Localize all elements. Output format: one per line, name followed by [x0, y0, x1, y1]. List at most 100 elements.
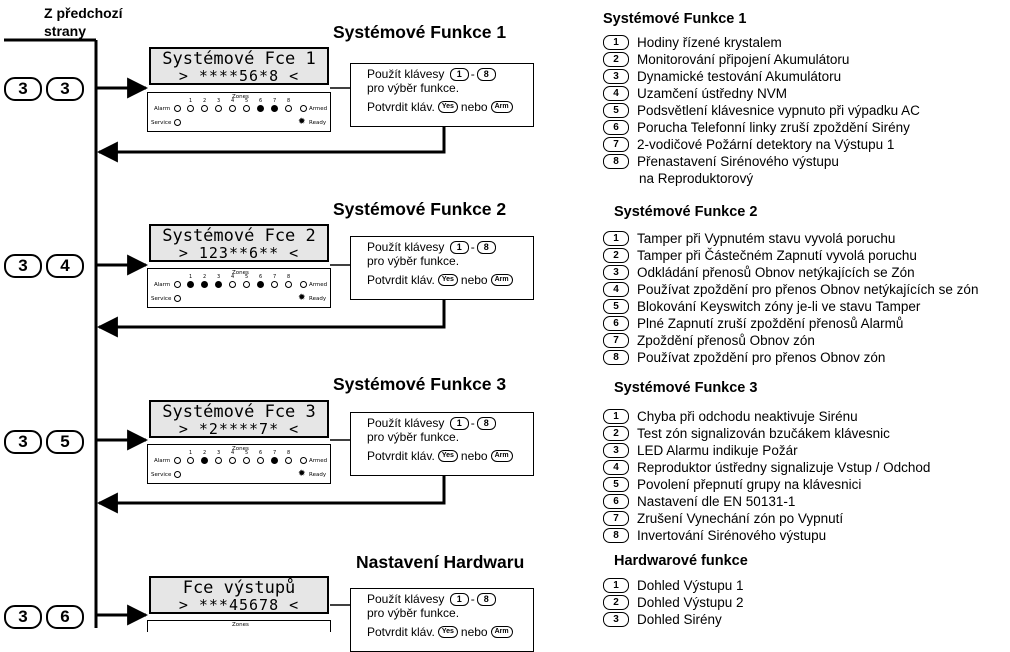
return-line-1: [96, 126, 446, 163]
section-title-4: Nastavení Hardwaru: [356, 552, 525, 572]
list-item-text: Hodiny řízené krystalem: [637, 35, 782, 50]
key-1-icon: 1: [449, 67, 469, 81]
list-item-text: Tamper při Vypnutém stavu vyvolá poruchu: [637, 231, 896, 246]
number-badge: 5: [603, 103, 629, 118]
ready-label: Ready: [309, 472, 327, 478]
key-circle: 3: [4, 77, 42, 101]
list-item: na Reproduktorový: [603, 170, 753, 187]
zone-led-5: [243, 457, 250, 464]
lcd-display-2: Systémové Fce 2 > 123**6** <: [149, 224, 329, 262]
service-led: [174, 471, 181, 478]
zone-led-7: [271, 105, 278, 112]
list-item-text: Dohled Výstupu 2: [637, 595, 744, 610]
list-item-text: Test zón signalizován bzučákem klávesnic: [637, 426, 890, 441]
list-item-text: Zpoždění přenosů Obnov zón: [637, 333, 815, 348]
instruction-box-2: Použít klávesy 1-8 pro výběr funkce. Pot…: [350, 236, 534, 300]
list-item-text: Porucha Telefonní linky zruší zpoždění S…: [637, 120, 910, 135]
number-badge: 4: [603, 460, 629, 475]
zone-led-1: [187, 457, 194, 464]
list-item-text: Uzamčení ústředny NVM: [637, 86, 788, 101]
zone-number: 7: [273, 450, 277, 456]
number-badge: 7: [603, 333, 629, 348]
list-item-text: Zrušení Vynechání zón po Vypnutí: [637, 511, 844, 526]
number-badge: 7: [603, 137, 629, 152]
list-item-text: Přenastavení Sirénového výstupu: [637, 154, 839, 169]
armed-led: [300, 105, 307, 112]
ready-sun-icon: ✹: [298, 293, 306, 303]
armed-label: Armed: [309, 458, 328, 464]
section-title-2: Systémové Funkce 2: [333, 199, 507, 219]
zone-led-7: [271, 281, 278, 288]
number-badge: 8: [603, 350, 629, 365]
number-badge: 2: [603, 595, 629, 610]
zone-number: 8: [287, 98, 291, 104]
list-item-text: Dynamické testování Akumulátoru: [637, 69, 842, 84]
service-label: Service: [151, 472, 172, 478]
zone-led-5: [243, 281, 250, 288]
zones-label: Zones: [232, 94, 249, 100]
instruction-box-3: Použít klávesy 1-8 pro výběr funkce. Pot…: [350, 412, 534, 476]
number-badge: 3: [603, 443, 629, 458]
service-label: Service: [151, 296, 172, 302]
list-item-text: Monitorování připojení Akumulátoru: [637, 52, 850, 67]
number-badge: 8: [603, 528, 629, 543]
alarm-label: Alarm: [154, 106, 171, 112]
list-title-4: Hardwarové funkce: [614, 553, 748, 569]
list-item-text: Nastavení dle EN 50131-1: [637, 494, 796, 509]
key-8-icon: 8: [476, 416, 496, 430]
ready-label: Ready: [309, 296, 327, 302]
keypad-led-panel-4: Zones: [147, 620, 331, 632]
number-badge: 4: [603, 86, 629, 101]
armed-label: Armed: [309, 106, 328, 112]
zones-label: Zones: [232, 446, 249, 452]
list-item-text: Dohled Výstupu 1: [637, 578, 744, 593]
key-circle: 3: [4, 605, 42, 629]
key-code-33: 3 3: [4, 77, 84, 101]
list-item: 6 Nastavení dle EN 50131-1: [603, 493, 795, 510]
zone-number: 4: [231, 98, 235, 104]
list-item: 7 Zpoždění přenosů Obnov zón: [603, 332, 815, 349]
zone-number: 2: [203, 274, 207, 280]
section-title-3: Systémové Funkce 3: [333, 374, 507, 394]
list-item-text: na Reproduktorový: [639, 171, 754, 186]
number-badge: 3: [603, 612, 629, 627]
number-badge: 6: [603, 494, 629, 509]
zone-number: 1: [189, 98, 193, 104]
zone-number: 4: [231, 274, 235, 280]
key-1-icon: 1: [449, 416, 469, 430]
list-item-text: Blokování Keyswitch zóny je-li ve stavu …: [637, 299, 921, 314]
zone-led-6: [257, 105, 264, 112]
instruction-box-1: Použít klávesy 1-8 pro výběr funkce. Pot…: [350, 63, 534, 127]
number-badge: 1: [603, 231, 629, 246]
zone-number: 7: [273, 274, 277, 280]
arm-key-icon: Arm: [490, 450, 513, 462]
list-item: 4 Reproduktor ústředny signalizuje Vstup …: [603, 459, 930, 476]
number-badge: 4: [603, 282, 629, 297]
key-circle: 3: [46, 77, 84, 101]
number-badge: 6: [603, 120, 629, 135]
alarm-label: Alarm: [154, 458, 171, 464]
armed-label: Armed: [309, 282, 328, 288]
lcd-display-4: Fce výstupů > ***45678 <: [149, 576, 329, 614]
zone-number: 6: [259, 450, 263, 456]
zone-number: 4: [231, 450, 235, 456]
list-item-text: Reproduktor ústředny signalizuje Vstup /…: [637, 460, 931, 475]
zone-led-3: [215, 457, 222, 464]
key-code-36: 3 6: [4, 605, 84, 629]
zone-number: 1: [189, 450, 193, 456]
number-badge: 8: [603, 154, 629, 169]
zone-led-3: [215, 105, 222, 112]
service-led: [174, 119, 181, 126]
lcd-display-1: Systémové Fce 1 > ****56*8 <: [149, 47, 329, 85]
